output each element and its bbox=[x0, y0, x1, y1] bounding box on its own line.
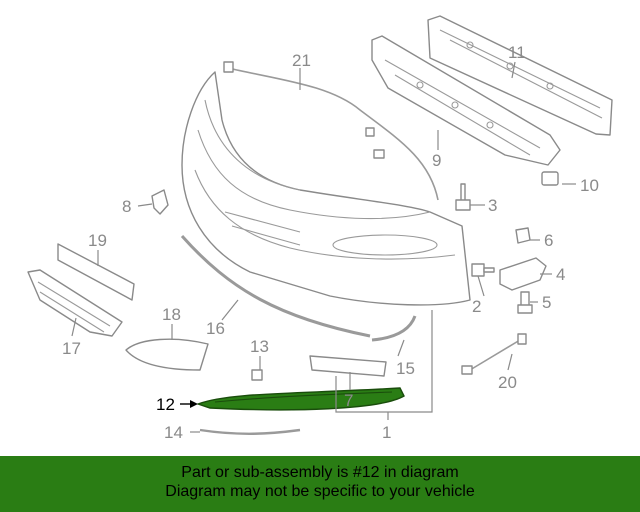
callout-11: 11 bbox=[508, 43, 526, 62]
callout-6: 6 bbox=[544, 231, 553, 250]
part-4-bracket bbox=[499, 257, 547, 291]
part-17-grille bbox=[27, 269, 123, 337]
part-19-license-bracket bbox=[57, 243, 135, 301]
part-8-clip bbox=[151, 189, 169, 215]
part-7-bracket bbox=[309, 355, 387, 377]
callout-19: 19 bbox=[88, 231, 107, 250]
callout-2: 2 bbox=[472, 297, 481, 316]
part-18-fog-cover bbox=[125, 338, 209, 371]
callout-8: 8 bbox=[122, 197, 131, 216]
callout-3: 3 bbox=[488, 196, 497, 215]
part-12-highlighted[interactable] bbox=[195, 387, 405, 411]
part-20-sensor bbox=[461, 333, 527, 375]
callout-1: 1 bbox=[382, 423, 391, 442]
callout-13: 13 bbox=[250, 337, 269, 356]
callout-9: 9 bbox=[432, 151, 441, 170]
part-3-bolt bbox=[455, 183, 471, 211]
part-15-trim bbox=[371, 315, 417, 342]
part-21-wiring-harness bbox=[223, 61, 439, 201]
callout-21: 21 bbox=[292, 51, 311, 70]
callout-12: 12 bbox=[156, 395, 175, 414]
callout-4: 4 bbox=[556, 265, 565, 284]
part-5-bolt bbox=[517, 291, 533, 314]
callout-20: 20 bbox=[498, 373, 517, 392]
bumper-cover bbox=[181, 71, 471, 306]
callout-15: 15 bbox=[396, 359, 415, 378]
callout-7: 7 bbox=[344, 391, 353, 410]
callout-17: 17 bbox=[62, 339, 81, 358]
part-11-bumper-reinforcement bbox=[427, 15, 613, 136]
banner-line-2: Diagram may not be specific to your vehi… bbox=[165, 483, 475, 500]
leader-lines bbox=[71, 61, 576, 433]
info-banner: Part or sub-assembly is #12 in diagram D… bbox=[0, 456, 640, 512]
callout-16: 16 bbox=[206, 319, 225, 338]
callout-10: 10 bbox=[580, 176, 599, 195]
part-13-clip bbox=[251, 369, 263, 381]
part-10-bracket bbox=[541, 171, 559, 186]
part-6-clip bbox=[515, 227, 531, 244]
callout-14: 14 bbox=[164, 423, 183, 442]
callout-18: 18 bbox=[162, 305, 181, 324]
banner-line-1: Part or sub-assembly is #12 in diagram bbox=[181, 464, 459, 481]
part-9-energy-absorber bbox=[371, 35, 561, 166]
parts-diagram: 21 11 9 10 3 8 6 4 5 2 19 17 18 16 13 7 … bbox=[27, 15, 613, 442]
callout-labels: 21 11 9 10 3 8 6 4 5 2 19 17 18 16 13 7 … bbox=[62, 43, 599, 442]
part-2-screw bbox=[471, 263, 495, 277]
part-14-strip bbox=[199, 428, 301, 435]
part-16-trim-strip bbox=[180, 235, 371, 338]
callout-5: 5 bbox=[542, 293, 551, 312]
